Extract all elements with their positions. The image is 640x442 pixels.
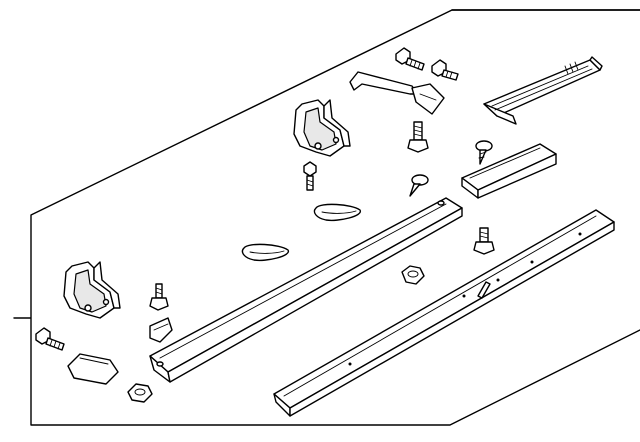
running-board <box>149 197 463 383</box>
bolt-3 <box>407 121 429 153</box>
screw-2 <box>409 174 429 197</box>
bolt-7 <box>35 327 65 351</box>
nut-1 <box>401 265 425 285</box>
step-cover <box>461 143 557 199</box>
diagram-frame-outline <box>13 9 640 426</box>
bracket-rear <box>293 99 351 157</box>
bolt-5 <box>473 227 495 255</box>
scuff-plate <box>483 56 603 125</box>
bolt-2 <box>431 59 459 81</box>
bolt-6 <box>149 283 169 311</box>
support-rail <box>273 209 615 417</box>
bolt-4 <box>303 161 317 191</box>
screw-1 <box>475 140 493 165</box>
bolt-1 <box>395 47 425 71</box>
step-pad-1 <box>313 203 361 222</box>
bracket-arm <box>349 71 445 115</box>
clip <box>149 317 173 343</box>
step-pad-2 <box>241 243 289 262</box>
nut-2 <box>127 383 153 403</box>
bracket-front-left <box>63 261 121 319</box>
end-cap <box>67 353 119 385</box>
